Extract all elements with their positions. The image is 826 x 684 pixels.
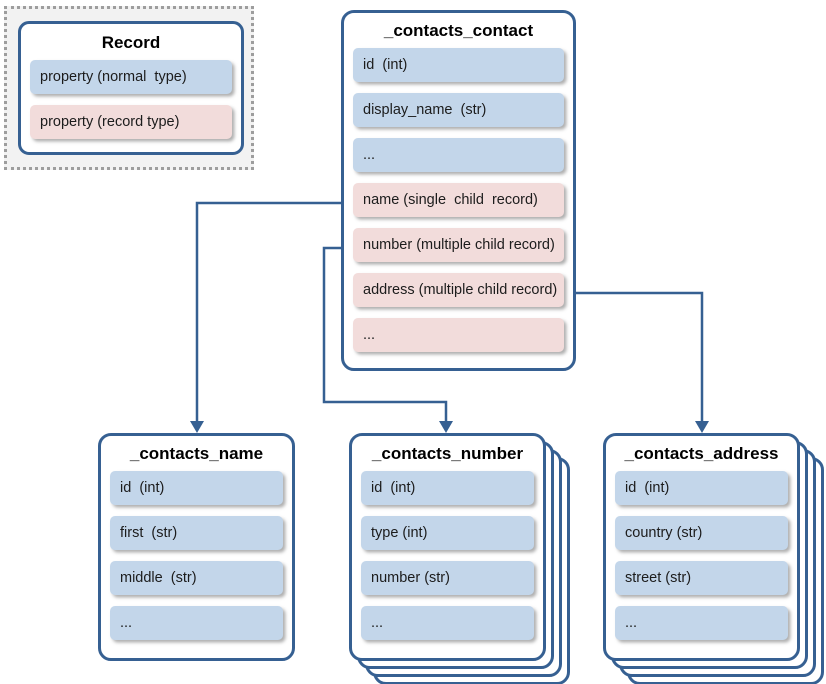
connector-address bbox=[576, 291, 704, 422]
property-row: address (multiple child record) bbox=[353, 273, 564, 307]
address-table: _contacts_address id (int) country (str)… bbox=[603, 433, 800, 661]
property-row: first (str) bbox=[110, 516, 283, 550]
property-row: name (single child record) bbox=[353, 183, 564, 217]
property-row: id (int) bbox=[353, 48, 564, 82]
address-table-title: _contacts_address bbox=[624, 444, 779, 463]
number-table: _contacts_number id (int) type (int) num… bbox=[349, 433, 546, 661]
arrowhead-name bbox=[190, 421, 204, 433]
arrowhead-address bbox=[695, 421, 709, 433]
property-row: street (str) bbox=[615, 561, 788, 595]
property-row: id (int) bbox=[110, 471, 283, 505]
property-row: country (str) bbox=[615, 516, 788, 550]
property-row: id (int) bbox=[361, 471, 534, 505]
property-row: number (str) bbox=[361, 561, 534, 595]
name-table-title: _contacts_name bbox=[129, 444, 264, 463]
property-row: id (int) bbox=[615, 471, 788, 505]
legend-title: Record bbox=[101, 33, 161, 52]
property-row: middle (str) bbox=[110, 561, 283, 595]
contact-table-title: _contacts_contact bbox=[383, 21, 534, 40]
legend-row-normal-type: property (normal type) bbox=[30, 60, 232, 94]
connector-name bbox=[195, 201, 341, 422]
property-row: number (multiple child record) bbox=[353, 228, 564, 262]
property-row: ... bbox=[615, 606, 788, 640]
property-row: ... bbox=[353, 138, 564, 172]
legend-box: Record property (normal type) property (… bbox=[4, 6, 254, 170]
property-row: display_name (str) bbox=[353, 93, 564, 127]
legend-record-box: Record property (normal type) property (… bbox=[18, 21, 244, 155]
arrowhead-number bbox=[439, 421, 453, 433]
property-row: ... bbox=[353, 318, 564, 352]
contact-table: _contacts_contact id (int) display_name … bbox=[341, 10, 576, 371]
property-row: ... bbox=[110, 606, 283, 640]
number-table-title: _contacts_number bbox=[371, 444, 524, 463]
property-row: ... bbox=[361, 606, 534, 640]
legend-row-record-type: property (record type) bbox=[30, 105, 232, 139]
property-row: type (int) bbox=[361, 516, 534, 550]
name-table: _contacts_name id (int) first (str) midd… bbox=[98, 433, 295, 661]
